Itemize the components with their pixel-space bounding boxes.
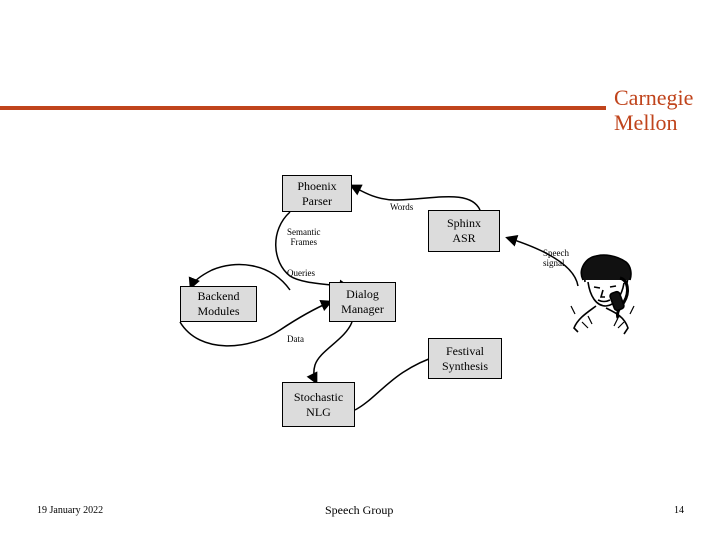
footer-group: Speech Group <box>325 503 393 518</box>
footer-page-number: 14 <box>674 505 684 516</box>
footer-date: 19 January 2022 <box>37 505 103 516</box>
